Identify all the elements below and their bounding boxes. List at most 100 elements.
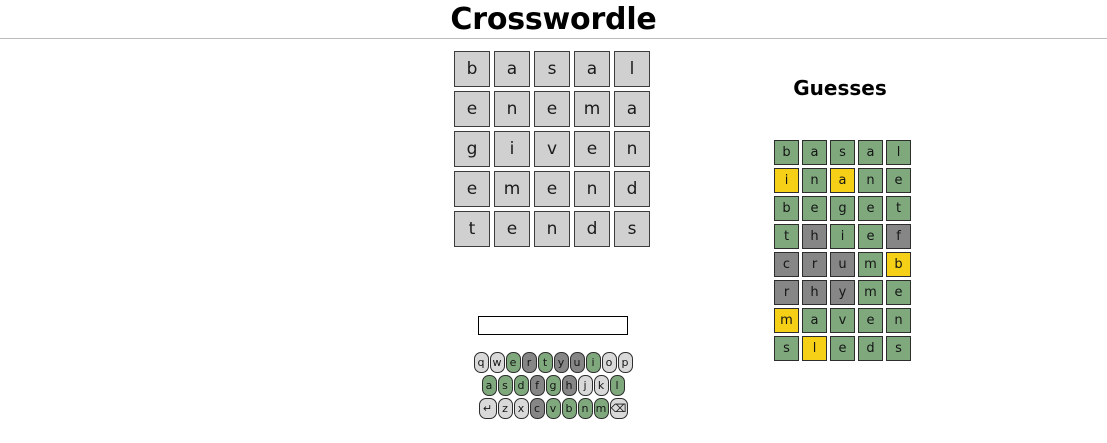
guess-cell: s xyxy=(886,336,911,361)
puzzle-cell[interactable]: l xyxy=(614,51,650,87)
key-t[interactable]: t xyxy=(537,352,553,373)
key-j[interactable]: j xyxy=(577,375,593,396)
key-s[interactable]: s xyxy=(497,375,513,396)
key-w[interactable]: w xyxy=(489,352,505,373)
key-b[interactable]: b xyxy=(561,398,577,419)
puzzle-cell[interactable]: d xyxy=(574,211,610,247)
puzzle-cell[interactable]: m xyxy=(574,91,610,127)
guess-cell: h xyxy=(802,280,827,305)
guess-cell: e xyxy=(802,196,827,221)
key-o[interactable]: o xyxy=(601,352,617,373)
puzzle-cell[interactable]: n xyxy=(494,91,530,127)
key-n[interactable]: n xyxy=(577,398,593,419)
key-a[interactable]: a xyxy=(481,375,497,396)
puzzle-cell[interactable]: n xyxy=(614,131,650,167)
puzzle-cell[interactable]: a xyxy=(614,91,650,127)
key-i[interactable]: i xyxy=(585,352,601,373)
guess-cell: e xyxy=(886,168,911,193)
key-m[interactable]: m xyxy=(593,398,609,419)
key-h[interactable]: h xyxy=(561,375,577,396)
guess-cell: d xyxy=(858,336,883,361)
guesses-heading: Guesses xyxy=(793,76,887,100)
guess-cell: y xyxy=(830,280,855,305)
guess-cell: a xyxy=(802,308,827,333)
key-v[interactable]: v xyxy=(545,398,561,419)
key-q[interactable]: q xyxy=(473,352,489,373)
guess-input[interactable] xyxy=(478,316,628,335)
puzzle-cell[interactable]: e xyxy=(494,211,530,247)
guess-cell: l xyxy=(886,140,911,165)
guess-cell: e xyxy=(858,224,883,249)
puzzle-cell[interactable]: e xyxy=(534,91,570,127)
guess-cell: b xyxy=(774,140,799,165)
guess-cell: i xyxy=(774,168,799,193)
guess-cell: a xyxy=(858,140,883,165)
guess-cell: a xyxy=(802,140,827,165)
guess-cell: n xyxy=(858,168,883,193)
key-u[interactable]: u xyxy=(569,352,585,373)
key-e[interactable]: e xyxy=(505,352,521,373)
puzzle-cell[interactable]: b xyxy=(454,51,490,87)
puzzle-cell[interactable]: v xyxy=(534,131,570,167)
puzzle-cell[interactable]: e xyxy=(574,131,610,167)
puzzle-cell[interactable]: a xyxy=(574,51,610,87)
guess-cell: m xyxy=(858,252,883,277)
guess-cell: b xyxy=(774,196,799,221)
guess-cell: t xyxy=(774,224,799,249)
guess-cell: n xyxy=(802,168,827,193)
guess-cell: e xyxy=(858,308,883,333)
guess-cell: e xyxy=(886,280,911,305)
guess-cell: s xyxy=(774,336,799,361)
key-z[interactable]: z xyxy=(497,398,513,419)
guess-cell: i xyxy=(830,224,855,249)
guess-cell: t xyxy=(886,196,911,221)
guess-cell: c xyxy=(774,252,799,277)
puzzle-cell[interactable]: t xyxy=(454,211,490,247)
key-p[interactable]: p xyxy=(617,352,633,373)
puzzle-cell[interactable]: e xyxy=(454,171,490,207)
guess-cell: m xyxy=(858,280,883,305)
key-x[interactable]: x xyxy=(513,398,529,419)
key-backspace[interactable]: ⌫ xyxy=(609,398,628,419)
puzzle-cell[interactable]: a xyxy=(494,51,530,87)
key-r[interactable]: r xyxy=(521,352,537,373)
guess-cell: e xyxy=(830,336,855,361)
guess-cell: m xyxy=(774,308,799,333)
key-g[interactable]: g xyxy=(545,375,561,396)
puzzle-cell[interactable]: s xyxy=(614,211,650,247)
guess-cell: b xyxy=(886,252,911,277)
puzzle-cell[interactable]: m xyxy=(494,171,530,207)
guess-cell: a xyxy=(830,168,855,193)
key-l[interactable]: l xyxy=(609,375,625,396)
puzzle-cell[interactable]: n xyxy=(574,171,610,207)
puzzle-cell[interactable]: d xyxy=(614,171,650,207)
guess-cell: u xyxy=(830,252,855,277)
key-c[interactable]: c xyxy=(529,398,545,419)
guess-cell: l xyxy=(802,336,827,361)
puzzle-cell[interactable]: i xyxy=(494,131,530,167)
puzzle-cell[interactable]: s xyxy=(534,51,570,87)
guess-cell: r xyxy=(802,252,827,277)
puzzle-cell[interactable]: g xyxy=(454,131,490,167)
key-f[interactable]: f xyxy=(529,375,545,396)
header-divider xyxy=(0,38,1107,39)
key-k[interactable]: k xyxy=(593,375,609,396)
puzzle-cell[interactable]: e xyxy=(534,171,570,207)
puzzle-cell[interactable]: n xyxy=(534,211,570,247)
puzzle-cell[interactable]: e xyxy=(454,91,490,127)
key-y[interactable]: y xyxy=(553,352,569,373)
key-d[interactable]: d xyxy=(513,375,529,396)
key-enter[interactable]: ↵ xyxy=(478,398,497,419)
